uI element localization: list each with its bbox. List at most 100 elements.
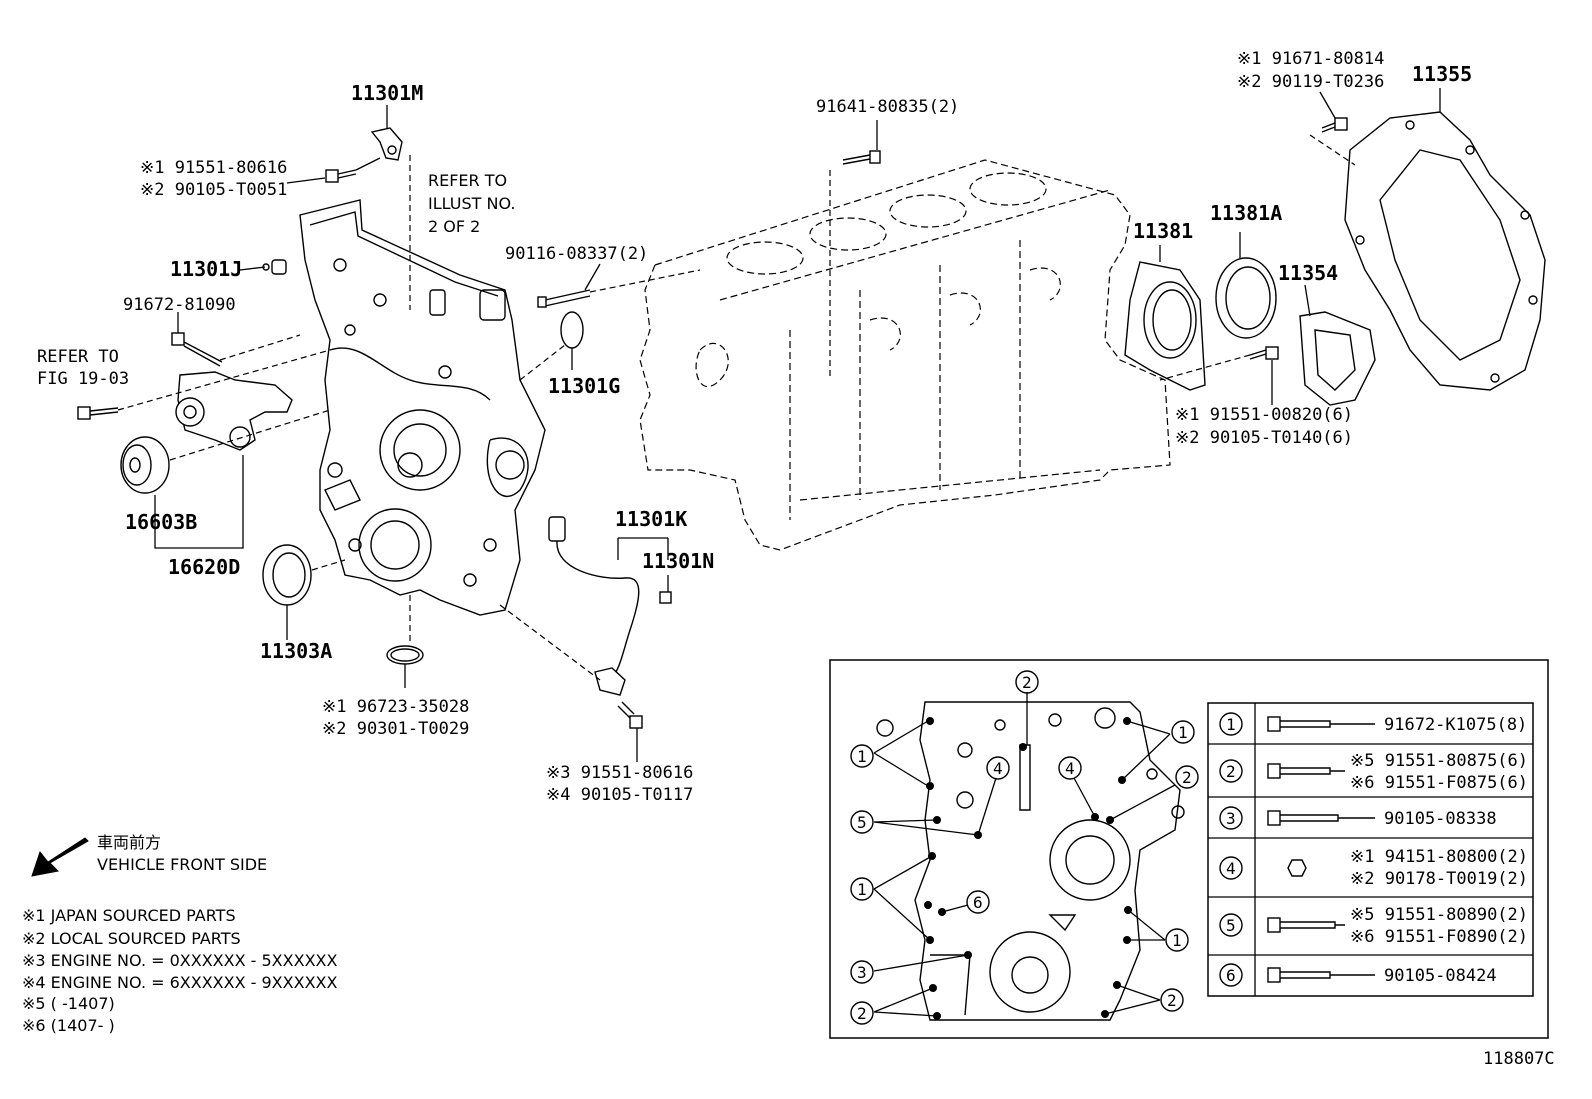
label-seal-bolt-a: ※1 91551-00820(6) — [1175, 405, 1353, 425]
label-plate-bolt-a: ※1 91671-80814 — [1237, 49, 1384, 69]
timing-chain-cover — [299, 199, 546, 616]
crank-position-sensor — [548, 516, 640, 696]
bolt-icon — [1267, 967, 1281, 983]
figure-id: 118807C — [1483, 1049, 1555, 1069]
label-seal-bolt-b: ※2 90105-T0140(6) — [1175, 428, 1353, 448]
sensor-nut-11301N — [659, 591, 672, 604]
label-11301G: 11301G — [548, 374, 620, 398]
footnote-5: ※5 ( -1407) — [22, 994, 115, 1013]
bolt-location-inset: 2 1 1 4 4 2 5 1 6 1 3 2 2 1 — [829, 659, 1549, 1039]
label-11301M: 11301M — [351, 81, 423, 105]
label-11354: 11354 — [1278, 261, 1338, 285]
label-11301K: 11301K — [615, 507, 687, 531]
front-label-jp: 車両前方 — [97, 833, 161, 852]
inset-num: 2 — [1022, 673, 1032, 692]
label-11303A: 11303A — [260, 639, 332, 663]
inset-callouts: 2 1 1 4 4 2 5 1 6 1 3 2 2 — [850, 670, 1199, 1025]
inset-num: 2 — [1182, 768, 1192, 787]
label-plate-bolt-b: ※2 90119-T0236 — [1237, 72, 1384, 92]
row-number: 4 — [1226, 859, 1236, 878]
bolt-icon — [1267, 810, 1281, 826]
o-ring-gasket — [386, 645, 424, 665]
bolt-icon — [1267, 763, 1281, 779]
inset-num: 6 — [973, 893, 983, 912]
inset-num: 2 — [1167, 991, 1177, 1010]
front-label-en: VEHICLE FRONT SIDE — [97, 855, 267, 874]
front-arrow-icon — [31, 837, 89, 877]
nut-icon — [1287, 859, 1307, 877]
row-number: 2 — [1226, 762, 1236, 781]
stud-bolt — [537, 289, 591, 308]
cover-11354 — [1299, 311, 1376, 406]
bolt-91641 — [842, 150, 881, 165]
engine-block-outline — [639, 159, 1171, 551]
inset-num: 3 — [857, 963, 867, 982]
belt-tensioner — [175, 371, 293, 451]
row-number: 1 — [1226, 715, 1236, 734]
seal-retainer-bolt — [1249, 346, 1279, 360]
table-row: 3 90105-08338 — [1219, 806, 1497, 830]
end-plate-11355 — [1344, 111, 1546, 391]
label-refer-fig-1: REFER TO — [37, 347, 119, 367]
inset-num: 2 — [857, 1004, 867, 1023]
sensor-bolt-top — [325, 169, 357, 183]
footnote-3: ※3 ENGINE NO. = 0XXXXXX - 5XXXXXX — [22, 951, 337, 970]
label-bolt-top-a: ※1 91551-80616 — [140, 158, 287, 178]
label-sensor-bolt-a: ※3 91551-80616 — [546, 763, 693, 783]
row-part-line: 90105-08424 — [1384, 966, 1497, 986]
label-11301J: 11301J — [170, 257, 242, 281]
row-part-line: ※5 91551-80875(6) — [1350, 751, 1528, 771]
row-part-line: ※6 91551-F0875(6) — [1350, 773, 1528, 793]
label-91641-80835: 91641-80835(2) — [816, 97, 959, 117]
table-row: 4 ※1 94151-80800(2) ※2 90178-T0019(2) — [1219, 847, 1528, 889]
rear-oil-seal — [1215, 257, 1277, 339]
label-gasket-b: ※2 90301-T0029 — [322, 719, 469, 739]
vehicle-front-indicator: 車両前方 VEHICLE FRONT SIDE — [31, 833, 267, 877]
bolt-table: 1 91672-K1075(8) 2 ※5 91551-80875(6) ※6 … — [1207, 702, 1534, 997]
row-number: 3 — [1226, 809, 1236, 828]
label-90116-08337: 90116-08337(2) — [505, 244, 648, 264]
inset-num: 5 — [857, 813, 867, 832]
inset-num: 1 — [857, 747, 867, 766]
table-row: 2 ※5 91551-80875(6) ※6 91551-F0875(6) — [1219, 751, 1528, 793]
label-91672-81090: 91672-81090 — [123, 295, 236, 315]
table-row: 6 90105-08424 — [1219, 963, 1497, 987]
inset-num: 1 — [1172, 931, 1182, 950]
bolt-91672-81090 — [171, 332, 223, 367]
label-11301N: 11301N — [642, 549, 714, 573]
footnote-6: ※6 (1407- ) — [22, 1016, 115, 1035]
label-16620D: 16620D — [168, 555, 240, 579]
label-refer-illust-3: 2 OF 2 — [428, 217, 480, 236]
plug-11301J — [262, 259, 287, 275]
row-part-line: 91672-K1075(8) — [1384, 715, 1527, 735]
inset-num: 4 — [1065, 759, 1075, 778]
label-refer-fig-2: FIG 19-03 — [37, 369, 129, 389]
footnote-2: ※2 LOCAL SOURCED PARTS — [22, 929, 241, 948]
footnote-legend: ※1 JAPAN SOURCED PARTS ※2 LOCAL SOURCED … — [22, 906, 337, 1035]
leader-lines — [117, 88, 1441, 762]
end-plate-bolt — [1321, 117, 1348, 133]
row-part-line: ※2 90178-T0019(2) — [1350, 869, 1528, 889]
row-part-line: ※6 91551-F0890(2) — [1350, 927, 1528, 947]
footnote-4: ※4 ENGINE NO. = 6XXXXXX - 9XXXXXX — [22, 973, 337, 992]
rear-seal-retainer — [1124, 261, 1206, 391]
bolt-icon — [1267, 716, 1281, 732]
cam-position-sensor — [370, 127, 403, 161]
row-number: 5 — [1226, 916, 1236, 935]
label-16603B: 16603B — [125, 510, 197, 534]
table-row: 5 ※5 91551-80890(2) ※6 91551-F0890(2) — [1219, 905, 1528, 947]
label-sensor-bolt-b: ※4 90105-T0117 — [546, 785, 693, 805]
front-oil-seal — [262, 544, 312, 606]
sensor-bolt — [617, 701, 643, 729]
label-refer-illust-1: REFER TO — [428, 171, 507, 190]
bolt-icon — [1267, 917, 1281, 933]
idler-pulley — [120, 436, 170, 494]
inset-num: 1 — [857, 880, 867, 899]
label-gasket-a: ※1 96723-35028 — [322, 697, 469, 717]
row-number: 6 — [1226, 966, 1236, 985]
table-row: 1 91672-K1075(8) — [1219, 712, 1527, 736]
row-part-line: ※5 91551-80890(2) — [1350, 905, 1528, 925]
label-11355: 11355 — [1412, 62, 1472, 86]
label-11381: 11381 — [1133, 219, 1193, 243]
